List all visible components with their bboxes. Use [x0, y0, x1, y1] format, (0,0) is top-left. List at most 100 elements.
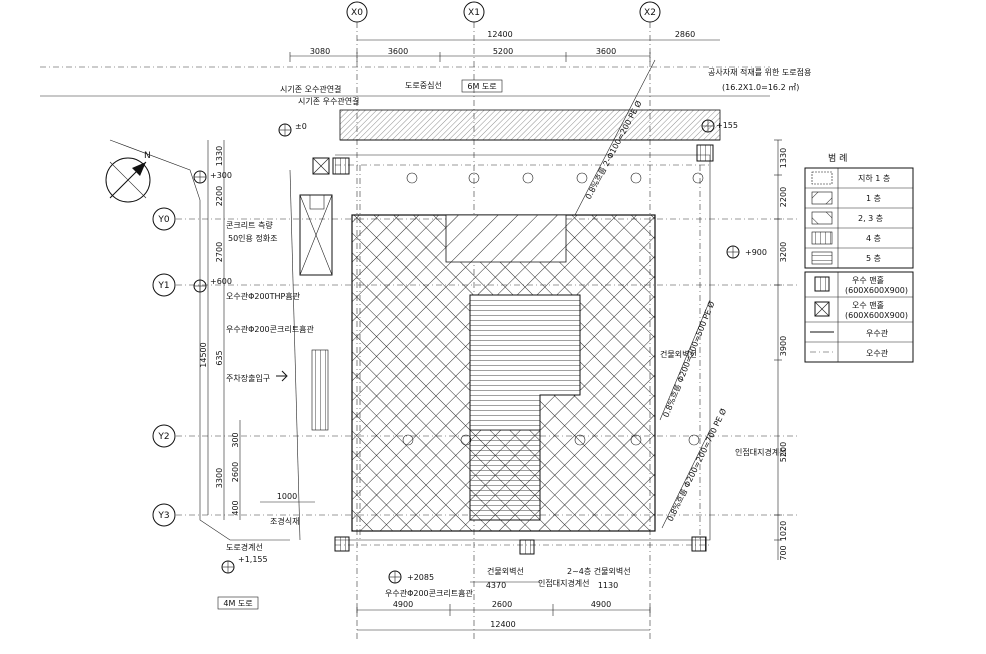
- svg-text:2700: 2700: [215, 242, 224, 262]
- legend-sewer-manhole-size: (600X600X900): [845, 311, 908, 320]
- legend-rain-pipe-label: 우수관: [866, 328, 889, 338]
- note-sewer-pipe: 오수관Φ200THP흄관: [226, 291, 301, 301]
- right-dimension-chain: 1330 2200 3200 3900 5200 1020 700: [774, 139, 788, 561]
- svg-text:+2085: +2085: [407, 573, 434, 582]
- level-marker-1155: +1,155: [221, 555, 268, 574]
- svg-text:2860: 2860: [675, 30, 695, 39]
- svg-text:3080: 3080: [310, 47, 330, 56]
- svg-text:+600: +600: [210, 277, 232, 286]
- legend-swatch-1f: [811, 191, 833, 205]
- level-marker-zero: ±0: [278, 122, 307, 137]
- svg-text:+155: +155: [716, 121, 738, 130]
- note-bottom-wall: 건물외벽선: [487, 566, 524, 576]
- bottom-dimension-chain: 4370 1130 4900 2600 4900 12400: [356, 581, 651, 631]
- grid-bubble-y2: Y2: [152, 424, 176, 448]
- svg-text:300: 300: [231, 432, 240, 447]
- note-existing-rain: 시기존 우수관연결: [298, 96, 359, 106]
- legend-swatch-2-3f: [811, 211, 833, 225]
- legend-sewer-manhole-icon: [814, 301, 830, 317]
- svg-text:+900: +900: [745, 248, 767, 257]
- svg-text:400: 400: [231, 500, 240, 515]
- drain-grate: [311, 349, 329, 431]
- svg-text:Y0: Y0: [157, 215, 169, 225]
- note-site-boundary: 인접대지경계선: [735, 447, 787, 457]
- north-arrow-icon: N: [105, 151, 151, 203]
- svg-text:2200: 2200: [215, 186, 224, 206]
- legend-item-2-3f: 2, 3 층: [858, 214, 883, 223]
- grid-bubble-x1: X1: [463, 1, 485, 23]
- level-marker-300: +300: [193, 170, 232, 184]
- note-bottom-boundary: 인접대지경계선: [538, 578, 590, 588]
- svg-text:1330: 1330: [779, 148, 788, 168]
- svg-text:635: 635: [215, 350, 224, 365]
- level-marker-2085: +2085: [388, 570, 434, 584]
- legend-rain-manhole-label: 우수 맨홀: [852, 275, 884, 285]
- svg-text:X2: X2: [644, 8, 656, 18]
- note-road-occupancy-area: (16.2X1.0=16.2 ㎡): [722, 83, 799, 92]
- left-dimension-chain: 14500 1330 2200 2700 3300 300 2600 400 6…: [199, 140, 315, 520]
- level-marker-155: +155: [701, 119, 738, 133]
- manhole-sewer-1: [312, 157, 330, 175]
- svg-text:2200: 2200: [779, 187, 788, 207]
- note-pipe-slope-2: 0.8%흐름 Φ200=200=500 PE Ø: [661, 300, 717, 419]
- manhole-rain-3: [334, 536, 350, 552]
- svg-text:1130: 1130: [598, 581, 618, 590]
- grid-bubble-x2: X2: [639, 1, 661, 23]
- legend-rain-manhole-size: (600X600X900): [845, 286, 908, 295]
- svg-text:1330: 1330: [215, 146, 224, 166]
- septic-tank: [299, 194, 333, 276]
- legend-rain-manhole-icon: [814, 276, 830, 292]
- fixture-markers: [402, 172, 704, 446]
- legend-item-5f: 5 층: [866, 254, 881, 263]
- svg-text:+300: +300: [210, 171, 232, 180]
- svg-text:Y3: Y3: [157, 511, 169, 521]
- road-occupancy-area: [339, 109, 721, 141]
- note-septic-2: 50인용 정화조: [228, 233, 278, 243]
- note-parking-entry: 주차장출입구: [226, 373, 270, 383]
- svg-text:2600: 2600: [231, 462, 240, 482]
- top-dimension-chain: 12400 2860 3080 3600 5200 3600: [289, 30, 720, 62]
- svg-text:1020: 1020: [779, 521, 788, 541]
- note-septic: 콘크리트 측량: [226, 220, 273, 230]
- svg-text:14500: 14500: [199, 342, 208, 367]
- svg-text:6M 도로: 6M 도로: [467, 82, 496, 91]
- svg-text:+1,155: +1,155: [238, 555, 268, 564]
- legend-swatch-5f: [811, 251, 833, 265]
- legend-swatch-b1: [811, 171, 833, 185]
- legend-sewer-manhole-label: 오수 맨홀: [852, 300, 884, 310]
- note-road-occupancy: 공사자재 적재를 위한 도로점용: [708, 67, 811, 77]
- svg-text:3600: 3600: [596, 47, 616, 56]
- note-building-line: 건물외벽선: [660, 349, 697, 359]
- svg-text:3300: 3300: [215, 468, 224, 488]
- legend-swatch-4f: [811, 231, 833, 245]
- note-bottom-wall-2: 2~4층 건물외벽선: [567, 566, 631, 576]
- svg-text:Y2: Y2: [157, 432, 169, 442]
- manhole-rain-2: [696, 144, 714, 162]
- svg-text:5200: 5200: [779, 442, 788, 462]
- svg-text:1000: 1000: [277, 492, 297, 501]
- svg-text:5200: 5200: [493, 47, 513, 56]
- legend-item-4f: 4 층: [866, 234, 881, 243]
- svg-text:X0: X0: [351, 8, 363, 18]
- grid-bubble-y1: Y1: [152, 273, 176, 297]
- legend: 범 례 지하 1 층 1 층 2, 3 층 4 층 5 층 우수 맨홀 (600…: [804, 153, 914, 363]
- svg-text:4M 도로: 4M 도로: [223, 599, 252, 608]
- legend-title: 범 례: [828, 153, 847, 164]
- landscape-label: 조경식재: [270, 516, 299, 526]
- legend-item-1f: 1 층: [866, 194, 881, 203]
- grid-bubble-x0: X0: [346, 1, 368, 23]
- svg-text:N: N: [144, 151, 151, 161]
- manhole-rain-1: [332, 157, 350, 175]
- note-pipe-slope-3: 0.8%흐름 Φ200=200=700 PE Ø: [665, 407, 729, 523]
- svg-text:4900: 4900: [393, 600, 413, 609]
- svg-text:3900: 3900: [779, 336, 788, 356]
- road-label-left: 4M 도로: [217, 596, 259, 610]
- grid-bubble-y0: Y0: [152, 207, 176, 231]
- manhole-rain-5: [519, 539, 535, 555]
- road-center-label: 도로중심선: [405, 80, 442, 90]
- legend-sewer-pipe-label: 오수관: [866, 348, 889, 358]
- note-bottom-rain-pipe: 우수관Φ200콘크리트흄관: [385, 588, 473, 598]
- svg-text:X1: X1: [468, 8, 480, 18]
- road-label-top: 6M 도로: [461, 79, 503, 93]
